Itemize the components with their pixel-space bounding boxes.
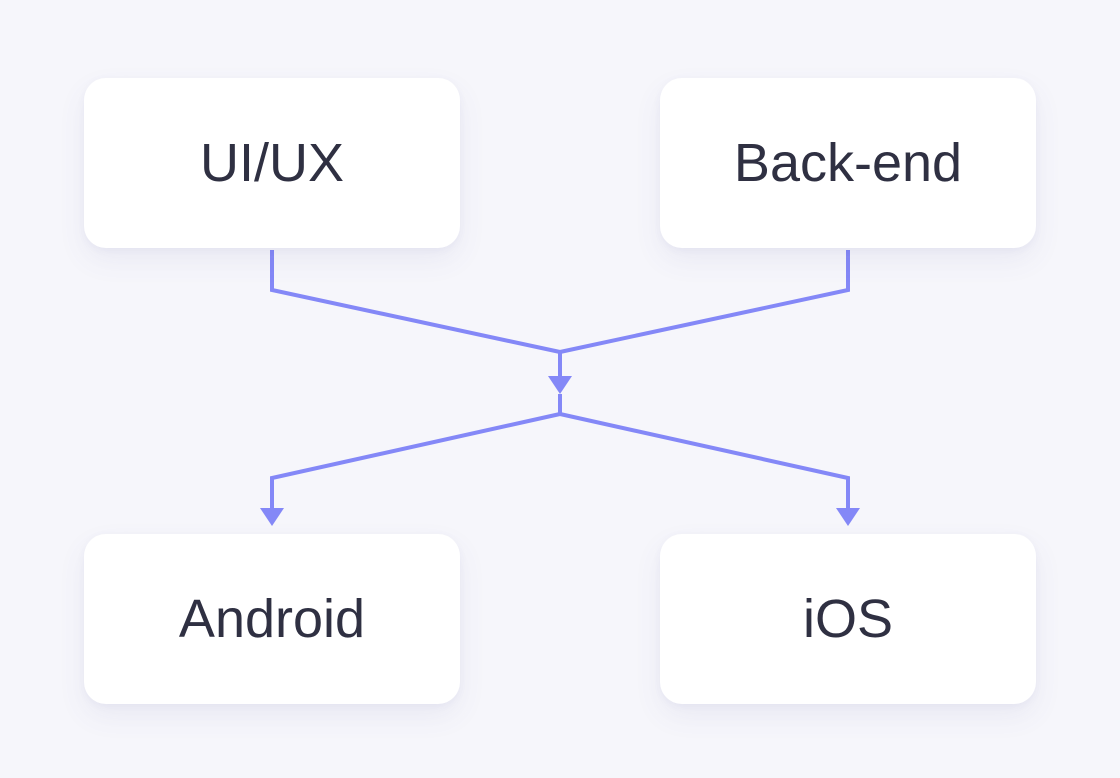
uiux-node: UI/UX — [84, 78, 460, 248]
merge-arrowhead-icon — [548, 376, 572, 394]
backend-to-merge-connector — [559, 250, 850, 354]
android-node-label: Android — [178, 589, 366, 649]
ios-arrowhead-icon — [836, 508, 860, 526]
uiux-node-label: UI/UX — [199, 133, 345, 193]
split-to-ios-connector — [559, 412, 850, 508]
ios-node-label: iOS — [802, 589, 894, 649]
backend-node: Back-end — [660, 78, 1036, 248]
uiux-to-merge-connector — [270, 250, 561, 354]
connector-group — [260, 250, 860, 526]
split-to-android-connector — [270, 412, 561, 508]
backend-node-label: Back-end — [733, 133, 963, 193]
android-node: Android — [84, 534, 460, 704]
android-arrowhead-icon — [260, 508, 284, 526]
ios-node: iOS — [660, 534, 1036, 704]
